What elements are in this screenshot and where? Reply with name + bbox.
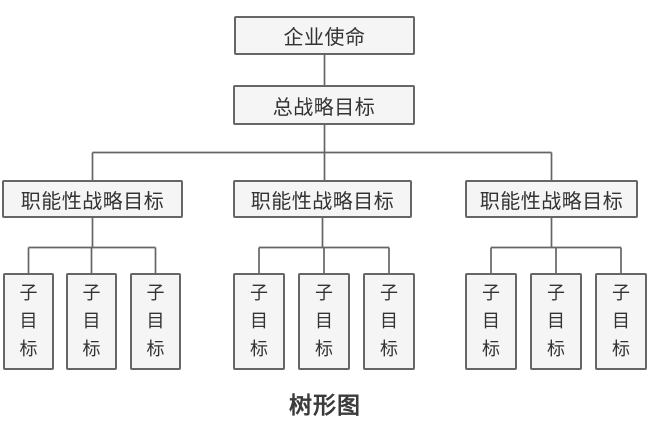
node-subgoal-label: 子目标 [482, 282, 500, 360]
node-subgoal-label: 子目标 [146, 282, 165, 360]
diagram-caption: 树形图 [289, 393, 361, 419]
node-subgoal-3-2: 子目标 [530, 273, 582, 370]
node-subgoal-1-2: 子目标 [66, 273, 117, 370]
node-functional-goal-1: 职能性战略目标 [2, 180, 183, 218]
node-subgoal-label: 子目标 [19, 282, 38, 360]
node-subgoal-label: 子目标 [250, 282, 268, 360]
node-subgoal-label: 子目标 [315, 282, 333, 360]
node-subgoal-label: 子目标 [612, 282, 630, 360]
node-subgoal-2-2: 子目标 [298, 273, 350, 370]
node-subgoal-label: 子目标 [380, 282, 398, 360]
node-subgoal-2-1: 子目标 [233, 273, 285, 370]
node-subgoal-label: 子目标 [547, 282, 565, 360]
node-subgoal-2-3: 子目标 [363, 273, 415, 370]
node-subgoal-3-1: 子目标 [465, 273, 517, 370]
node-subgoal-1-3: 子目标 [130, 273, 181, 370]
node-subgoal-label: 子目标 [82, 282, 101, 360]
node-subgoal-1-1: 子目标 [3, 273, 54, 370]
node-subgoal-3-3: 子目标 [595, 273, 647, 370]
node-enterprise-mission: 企业使命 [234, 16, 415, 55]
node-functional-goal-3: 职能性战略目标 [465, 180, 638, 218]
node-functional-goal-2: 职能性战略目标 [233, 180, 412, 218]
node-overall-strategic-goal: 总战略目标 [233, 85, 415, 125]
